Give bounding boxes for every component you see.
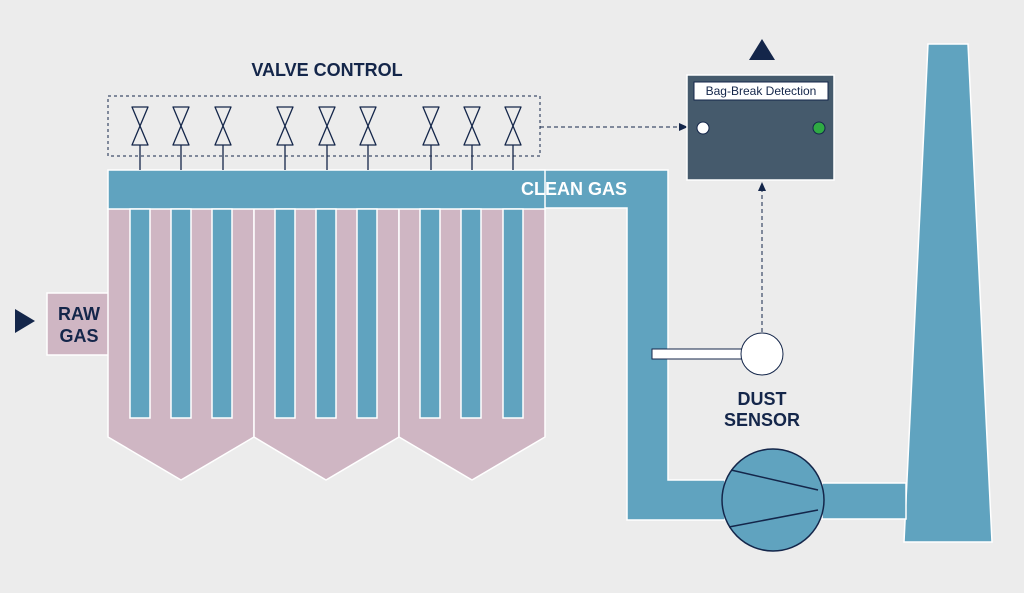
clean-gas-plenum <box>107 169 546 210</box>
filter-bag <box>502 208 524 419</box>
valve-control-label: VALVE CONTROL <box>251 60 402 80</box>
valve-control-box <box>107 95 541 157</box>
triangle-up-icon <box>749 39 775 60</box>
filter-bag <box>211 208 233 419</box>
clean-gas-duct <box>539 169 907 521</box>
filter-bag <box>419 208 441 419</box>
clean-gas-label: CLEAN GAS <box>521 179 627 199</box>
arrowhead-right-icon <box>679 123 688 131</box>
valve-icon <box>463 106 481 170</box>
exhaust-stack <box>903 43 993 543</box>
bag-break-detector: Bag-Break Detection <box>686 74 835 181</box>
valve-icon <box>422 106 440 170</box>
arrowhead-up-icon <box>758 182 766 191</box>
valve-icon <box>318 106 336 170</box>
detector-title: Bag-Break Detection <box>706 84 817 98</box>
filter-bag <box>356 208 378 419</box>
indicator-light-right <box>812 121 826 135</box>
filter-bags <box>129 208 524 419</box>
triangle-right-icon <box>15 309 35 333</box>
filter-bag <box>460 208 482 419</box>
filter-bag <box>274 208 296 419</box>
dust-sensor-label-line1: DUST <box>738 389 787 409</box>
valve-icon <box>276 106 294 170</box>
valve-icon <box>172 106 190 170</box>
filter-bag <box>129 208 151 419</box>
valves <box>131 106 522 170</box>
valve-icon <box>131 106 149 170</box>
valve-icon <box>214 106 232 170</box>
raw-gas-inlet <box>46 292 112 356</box>
dust-sensor-label-line2: SENSOR <box>724 410 800 430</box>
raw-gas-label-line2: GAS <box>59 326 98 346</box>
fan-icon <box>721 448 825 552</box>
dust-sensor-icon <box>651 332 784 376</box>
filter-bag <box>315 208 337 419</box>
valve-icon <box>359 106 377 170</box>
raw-gas-label-line1: RAW <box>58 304 100 324</box>
indicator-light-left <box>696 121 710 135</box>
filter-bag <box>170 208 192 419</box>
valve-icon <box>504 106 522 170</box>
detector-title-box <box>693 81 829 101</box>
